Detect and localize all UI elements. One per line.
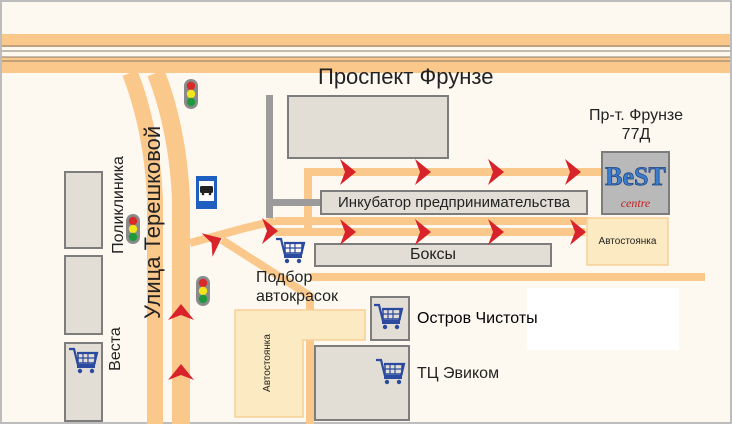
boxes-building — [314, 243, 552, 267]
address-line1: Пр-т. Фрунзе — [589, 107, 683, 124]
building-west — [64, 255, 103, 335]
logo-subtext: centre — [621, 196, 651, 210]
logo-text: BeST — [605, 162, 666, 191]
boxes-label: Боксы — [409, 246, 457, 263]
traffic-light-icon — [184, 79, 198, 109]
parking-right-label: Автостоянка — [598, 236, 657, 247]
bus-stop-icon — [196, 176, 217, 209]
parking-right — [586, 217, 669, 266]
evikom-building — [314, 345, 410, 421]
evikom-label: ТЦ Эвиком — [417, 365, 500, 382]
building-north — [287, 95, 449, 159]
vesta-label: Веста — [107, 327, 124, 371]
avenue-road — [2, 34, 730, 73]
incubator-label: Инкубатор предпринимательства — [338, 194, 570, 211]
clinic-building — [64, 171, 103, 249]
tereshkovoy-label: Улица Терешковой — [140, 125, 165, 319]
traffic-light-icon — [196, 276, 210, 306]
parking-left — [234, 309, 366, 418]
address-line2: 77Д — [621, 126, 651, 143]
cleanliness-label: Остров Чистоты — [417, 310, 538, 327]
paint-shop-label-line1: Подбор — [256, 269, 313, 286]
best-centre-logo: BeST centre — [601, 151, 670, 215]
avenue-label: Проспект Фрунзе — [318, 64, 494, 89]
paint-shop-label-line2: автокрасок — [256, 288, 338, 305]
blank-patch — [527, 288, 679, 350]
incubator-building — [320, 190, 588, 215]
tereshkovoy-road — [122, 69, 190, 424]
parking-left-label: Автостоянка — [262, 334, 273, 392]
gray-lane — [266, 95, 321, 218]
clinic-label: Поликлиника — [110, 156, 127, 254]
